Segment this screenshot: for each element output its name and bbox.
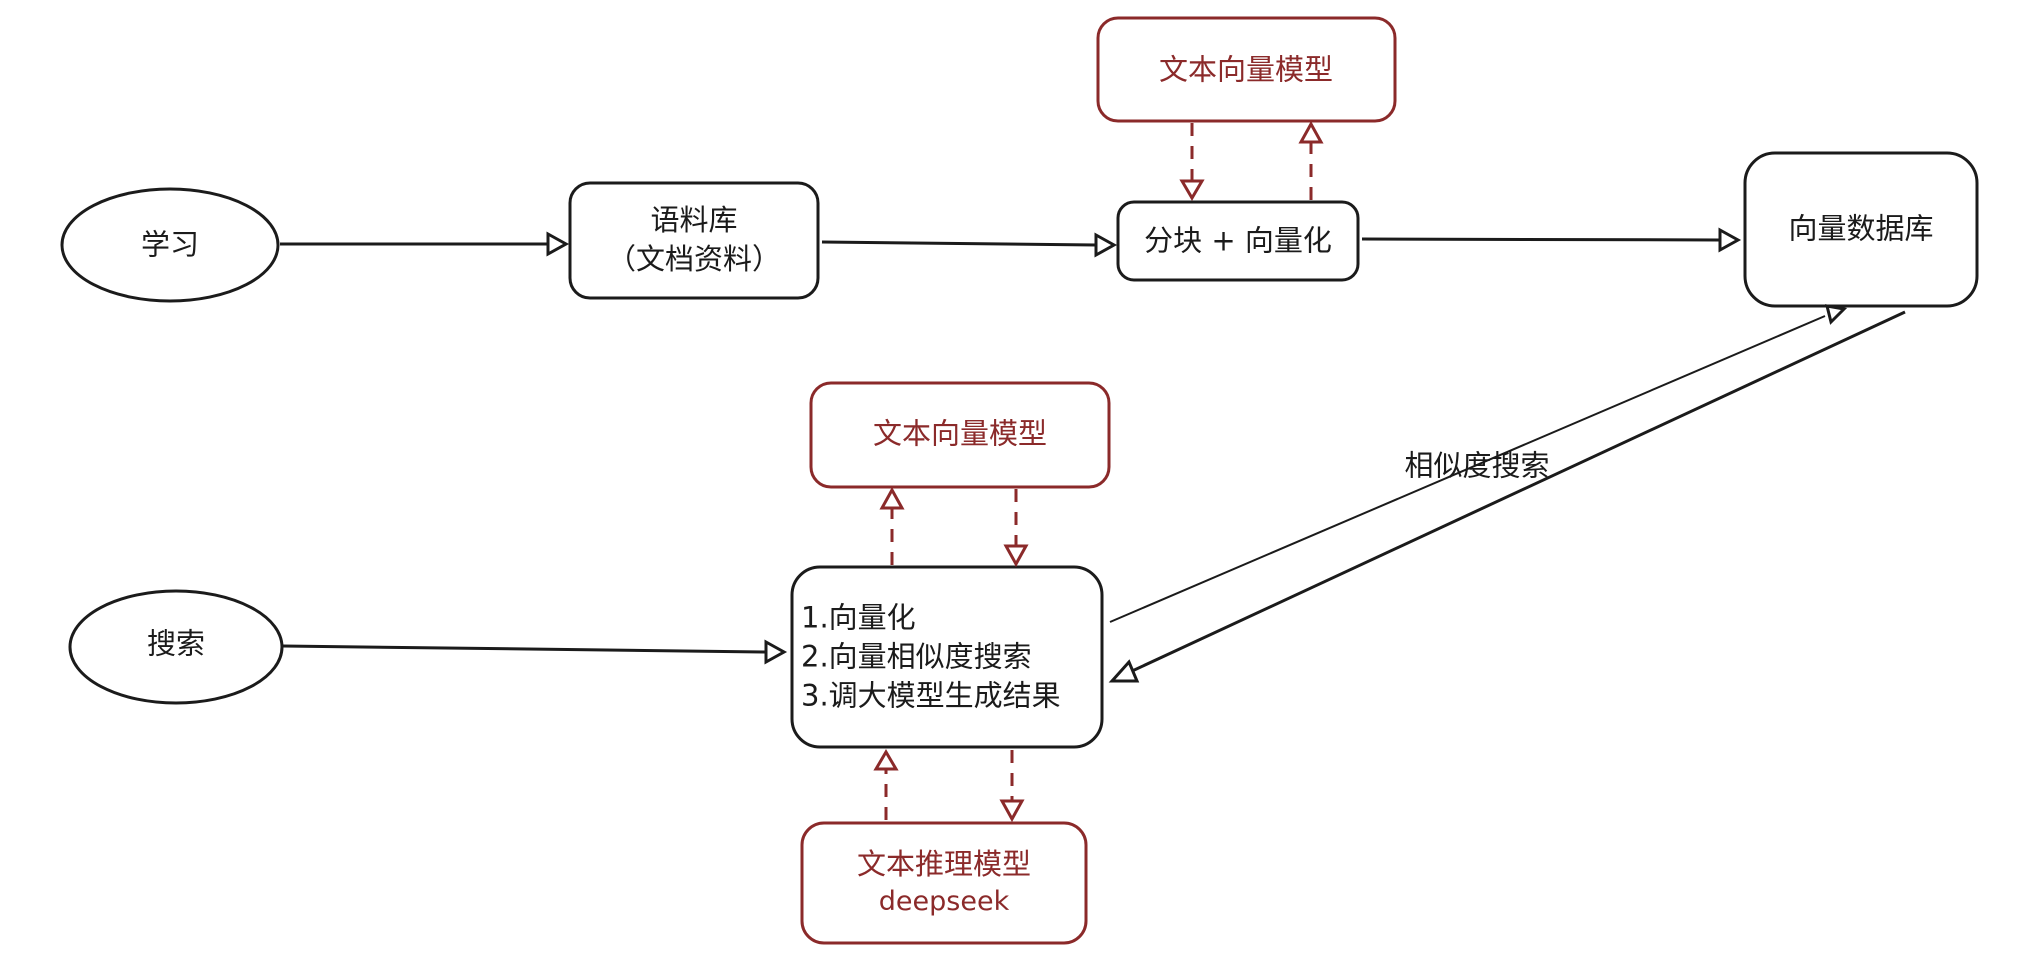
edge-learn-to-corpus xyxy=(280,231,570,257)
edge-corpus-to-chunk xyxy=(821,232,1118,258)
node-corpus-shape[interactable] xyxy=(568,181,820,300)
steps-item: 2.向量相似度搜索 xyxy=(801,639,1032,674)
edge-steps-to-reasoning xyxy=(999,750,1025,823)
edge-embed-top-to-chunk xyxy=(1179,123,1205,201)
node-embed-top-shape[interactable] xyxy=(1096,16,1397,123)
node-learn-label: 学习 xyxy=(140,227,200,262)
node-corpus-label: 语料库 （文档资料） xyxy=(607,201,781,279)
node-reasoning-shape[interactable] xyxy=(800,821,1088,945)
steps-item: 3.调大模型生成结果 xyxy=(801,678,1061,713)
edge-steps-to-embed-mid xyxy=(879,486,905,565)
edge-similarity-search-label: 相似度搜索 xyxy=(1404,448,1550,483)
node-search-shape[interactable] xyxy=(68,589,284,705)
node-steps-shape[interactable] xyxy=(790,565,1104,749)
node-embed-mid-shape[interactable] xyxy=(809,381,1111,489)
node-vector-db-label: 向量数据库 xyxy=(1788,211,1934,246)
node-learn-shape[interactable] xyxy=(60,187,280,303)
node-steps-list: 1.向量化 2.向量相似度搜索 3.调大模型生成结果 xyxy=(801,598,1061,715)
node-reasoning-label: 文本推理模型 deepseek xyxy=(857,845,1031,921)
node-chunk-shape[interactable] xyxy=(1116,200,1360,282)
node-reasoning-subtitle: deepseek xyxy=(878,886,1010,918)
node-reasoning-title: 文本推理模型 xyxy=(856,847,1032,882)
node-vector-db-shape[interactable] xyxy=(1743,151,1979,308)
edge-search-to-steps xyxy=(282,639,788,665)
node-embed-top-label: 文本向量模型 xyxy=(1158,52,1334,87)
edge-reasoning-to-steps xyxy=(873,749,899,820)
edge-chunk-to-vector-db xyxy=(1361,227,1742,253)
node-chunk-label: 分块 + 向量化 xyxy=(1144,223,1332,258)
edge-embed-mid-to-steps xyxy=(1003,489,1029,568)
steps-item: 1.向量化 xyxy=(801,600,916,635)
edge-steps-to-vector-db xyxy=(1109,304,1848,623)
edge-chunk-to-embed-top xyxy=(1298,120,1324,200)
node-search-label: 搜索 xyxy=(146,626,206,661)
edge-vector-db-to-steps xyxy=(1108,310,1906,683)
node-corpus-subtitle: （文档资料） xyxy=(606,242,782,276)
node-embed-mid-label: 文本向量模型 xyxy=(872,416,1048,451)
node-corpus-title: 语料库 xyxy=(650,202,738,237)
